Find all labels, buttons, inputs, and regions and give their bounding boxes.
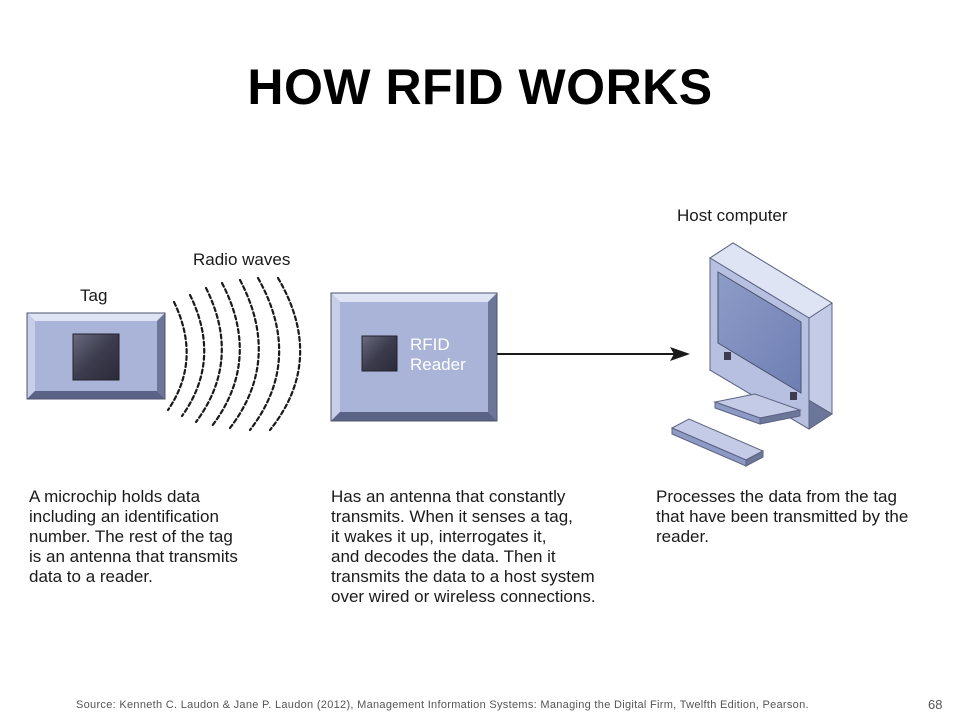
reader-description-line: transmits the data to a host system bbox=[331, 567, 595, 586]
reader-description-line: transmits. When it senses a tag, bbox=[331, 507, 573, 526]
tag-label: Tag bbox=[80, 286, 108, 305]
tag-description-line: number. The rest of the tag bbox=[29, 527, 233, 546]
host-description-line: that have been transmitted by the bbox=[656, 507, 909, 526]
host-computer-label: Host computer bbox=[677, 206, 788, 225]
reader-chip-icon bbox=[361, 335, 398, 372]
arrow-icon bbox=[497, 347, 690, 361]
tag-microchip-icon bbox=[72, 333, 120, 381]
reader-description-line: it wakes it up, interrogates it, bbox=[331, 527, 547, 546]
tag-description-line: data to a reader. bbox=[29, 567, 153, 586]
tag-description: A microchip holds data including an iden… bbox=[29, 487, 238, 587]
reader-description: Has an antenna that constantly transmits… bbox=[331, 487, 596, 607]
tag-description-line: A microchip holds data bbox=[29, 487, 201, 506]
reader-description-line: over wired or wireless connections. bbox=[331, 587, 596, 606]
reader-label: RFID Reader bbox=[410, 335, 466, 375]
reader-label-line1: RFID bbox=[410, 335, 450, 354]
tag-description-line: is an antenna that transmits bbox=[29, 547, 238, 566]
rfid-reader-device bbox=[330, 292, 498, 422]
radio-waves-icon bbox=[166, 276, 302, 432]
host-description-line: Processes the data from the tag bbox=[656, 487, 897, 506]
tag-description-line: including an identification bbox=[29, 507, 219, 526]
radio-waves-label: Radio waves bbox=[193, 250, 291, 269]
host-computer-icon bbox=[670, 242, 833, 467]
reader-description-line: Has an antenna that constantly bbox=[331, 487, 566, 506]
reader-label-line2: Reader bbox=[410, 355, 466, 374]
source-citation: Source: Kenneth C. Laudon & Jane P. Laud… bbox=[76, 699, 809, 711]
slide-title: HOW RFID WORKS bbox=[247, 59, 713, 115]
host-description: Processes the data from the tag that hav… bbox=[656, 487, 908, 547]
tag-device bbox=[26, 312, 166, 400]
reader-description-line: and decodes the data. Then it bbox=[331, 547, 556, 566]
host-description-line: reader. bbox=[656, 527, 709, 546]
page-number: 68 bbox=[928, 697, 943, 712]
